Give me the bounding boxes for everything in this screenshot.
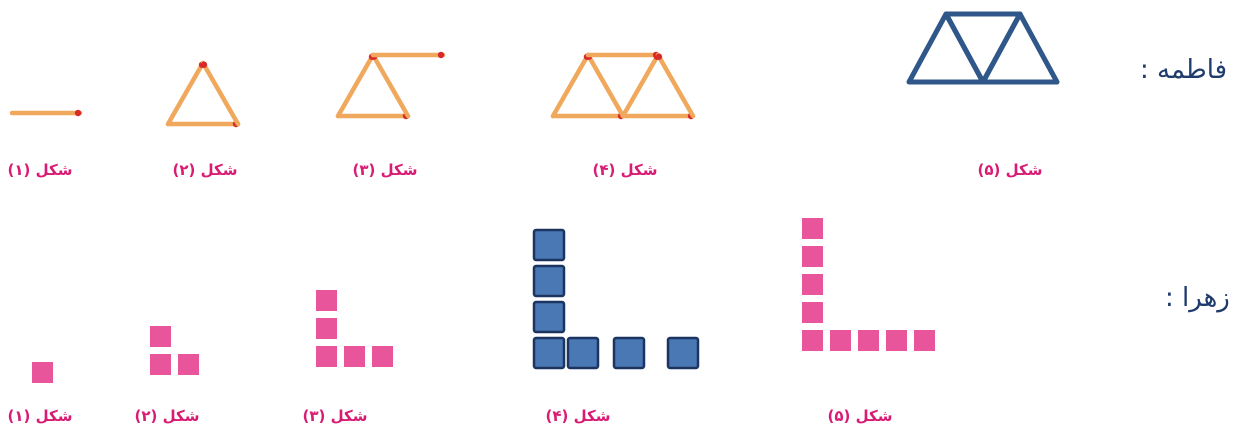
square-tile (802, 274, 823, 295)
square-tile (150, 354, 171, 375)
fatemeh-figure-3 (335, 52, 446, 121)
zahra-caption-1: شکل (۱) (8, 407, 73, 425)
zahra-caption-5: شکل (۵) (828, 407, 893, 425)
matchstick-figure (335, 52, 446, 121)
square-tile (802, 302, 823, 323)
match-stick-left (338, 54, 375, 116)
match-stick-left (168, 62, 205, 124)
fatemeh-caption-5: شکل (۵) (978, 161, 1043, 179)
triangle (983, 14, 1057, 82)
matchstick-figure (10, 108, 84, 118)
square-tile (316, 290, 337, 311)
square-tile (534, 302, 564, 332)
fatemeh-caption-1: شکل (۱) (8, 161, 73, 179)
fatemeh-caption-2: شکل (۲) (173, 161, 238, 179)
zahra-caption-2: شکل (۲) (135, 407, 200, 425)
match-stick-left (623, 54, 660, 116)
square-tile (914, 330, 935, 351)
square-tile (802, 246, 823, 267)
match-stick-bottom (338, 113, 409, 119)
square-tile (858, 330, 879, 351)
square-tile (32, 362, 53, 383)
row-name-fatemeh: فاطمه : (1140, 55, 1227, 85)
square-tile (534, 338, 564, 368)
match-stick-bottom (168, 121, 239, 127)
square-tile (178, 354, 199, 375)
square-tile (316, 318, 337, 339)
match-stick-right (656, 54, 693, 116)
fatemeh-caption-3: شکل (۳) (353, 161, 418, 179)
square-tile (344, 346, 365, 367)
match-stick-right (201, 62, 238, 124)
square-tile (150, 326, 171, 347)
zahra-figure-2 (148, 324, 201, 377)
triangle (909, 14, 983, 82)
match-stick-right (371, 54, 408, 116)
match-stick-top (588, 52, 659, 58)
matchstick-figure (550, 52, 696, 121)
square-tile (802, 330, 823, 351)
square-tile (802, 218, 823, 239)
square-figure (532, 228, 700, 370)
matchstick-figure (165, 60, 241, 129)
zahra-figure-4 (532, 228, 700, 370)
fatemeh-figure-5 (905, 10, 1061, 86)
square-tile (316, 346, 337, 367)
square-figure (314, 288, 395, 369)
match-stick-bottom (623, 113, 694, 119)
triangle (946, 14, 1020, 82)
fatemeh-figure-1 (10, 108, 84, 118)
square-figure (148, 324, 201, 377)
zahra-figure-5 (800, 216, 937, 353)
square-tile (614, 338, 644, 368)
square-tile (568, 338, 598, 368)
square-tile (534, 230, 564, 260)
match-stick (12, 110, 81, 116)
fatemeh-figure-4 (550, 52, 696, 121)
match-stick-right (586, 54, 623, 116)
square-tile (886, 330, 907, 351)
zahra-caption-3: شکل (۳) (303, 407, 368, 425)
match-stick-top (373, 52, 444, 58)
square-tile (372, 346, 393, 367)
zahra-figure-3 (314, 288, 395, 369)
match-stick-bottom (553, 113, 624, 119)
triangle-outline-figure (905, 10, 1061, 86)
zahra-caption-4: شکل (۴) (546, 407, 611, 425)
square-tile (668, 338, 698, 368)
square-figure (30, 360, 55, 385)
fatemeh-caption-4: شکل (۴) (593, 161, 658, 179)
row-name-zahra: زهرا : (1165, 283, 1230, 313)
square-tile (830, 330, 851, 351)
square-tile (534, 266, 564, 296)
match-stick-left (553, 54, 590, 116)
square-figure (800, 216, 937, 353)
zahra-figure-1 (30, 360, 55, 385)
fatemeh-figure-2 (165, 60, 241, 129)
